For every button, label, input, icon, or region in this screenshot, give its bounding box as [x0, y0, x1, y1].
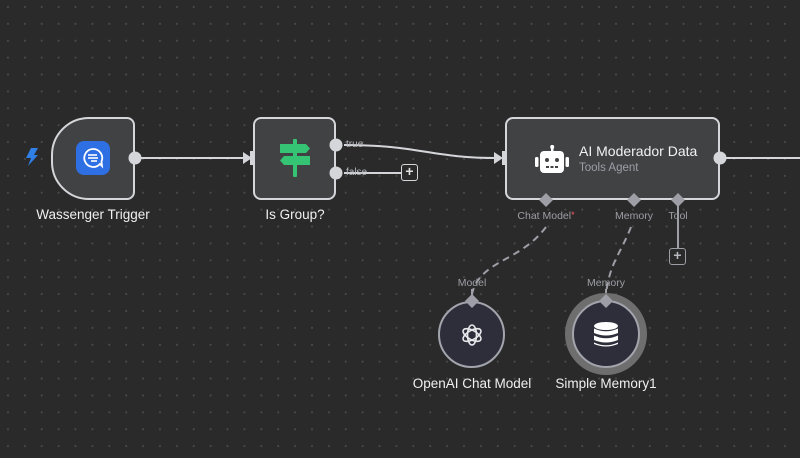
node-label-openai: OpenAI Chat Model — [412, 376, 532, 391]
database-icon — [594, 322, 618, 353]
memory-output-port[interactable] — [599, 294, 613, 308]
port-label-tool: Tool — [668, 210, 688, 222]
robot-icon — [535, 145, 569, 180]
branch-label-true: true — [346, 139, 364, 150]
if-input-port[interactable] — [250, 151, 255, 165]
edge-true-to-agent[interactable] — [343, 144, 499, 159]
branch-label-false: false — [346, 167, 368, 178]
port-tool[interactable] — [671, 193, 685, 207]
node-label-if: Is Group? — [265, 207, 325, 222]
memory-port-label: Memory — [587, 277, 625, 289]
node-wassenger-trigger[interactable] — [51, 117, 135, 200]
required-indicator: * — [571, 210, 575, 220]
openai-icon — [459, 322, 485, 353]
node-is-group[interactable] — [253, 117, 336, 200]
node-openai-chat-model[interactable] — [438, 301, 505, 368]
port-chat-model[interactable] — [539, 193, 553, 207]
port-memory[interactable] — [627, 193, 641, 207]
edge-chat-model[interactable] — [471, 226, 547, 295]
chat-bubble-icon — [76, 141, 110, 180]
agent-output-port[interactable] — [713, 151, 727, 165]
openai-output-port[interactable] — [465, 294, 479, 308]
if-output-true-port[interactable] — [329, 138, 343, 152]
if-output-false-port[interactable] — [329, 166, 343, 180]
edge-arrow-if — [243, 152, 252, 164]
trigger-output-port[interactable] — [128, 151, 142, 165]
signpost-icon — [277, 139, 313, 182]
add-tool-button[interactable]: + — [669, 248, 686, 265]
node-label-trigger: Wassenger Trigger — [36, 207, 150, 222]
openai-port-label: Model — [457, 277, 487, 289]
agent-title: AI Moderador Data — [579, 143, 698, 159]
add-node-false-button[interactable]: + — [401, 164, 418, 181]
port-label-chat-model: Chat Model* — [517, 210, 574, 222]
node-ai-agent[interactable] — [505, 117, 720, 200]
edge-arrow-agent — [494, 152, 503, 164]
node-simple-memory[interactable] — [572, 300, 640, 368]
port-label-memory: Memory — [615, 210, 653, 222]
node-label-memory: Simple Memory1 — [555, 376, 657, 391]
agent-subtitle: Tools Agent — [579, 162, 639, 174]
port-label-chat-model-text: Chat Model — [517, 210, 572, 222]
edge-memory[interactable] — [605, 226, 632, 295]
lightning-bolt-icon — [25, 148, 39, 171]
agent-input-port[interactable] — [502, 151, 507, 165]
